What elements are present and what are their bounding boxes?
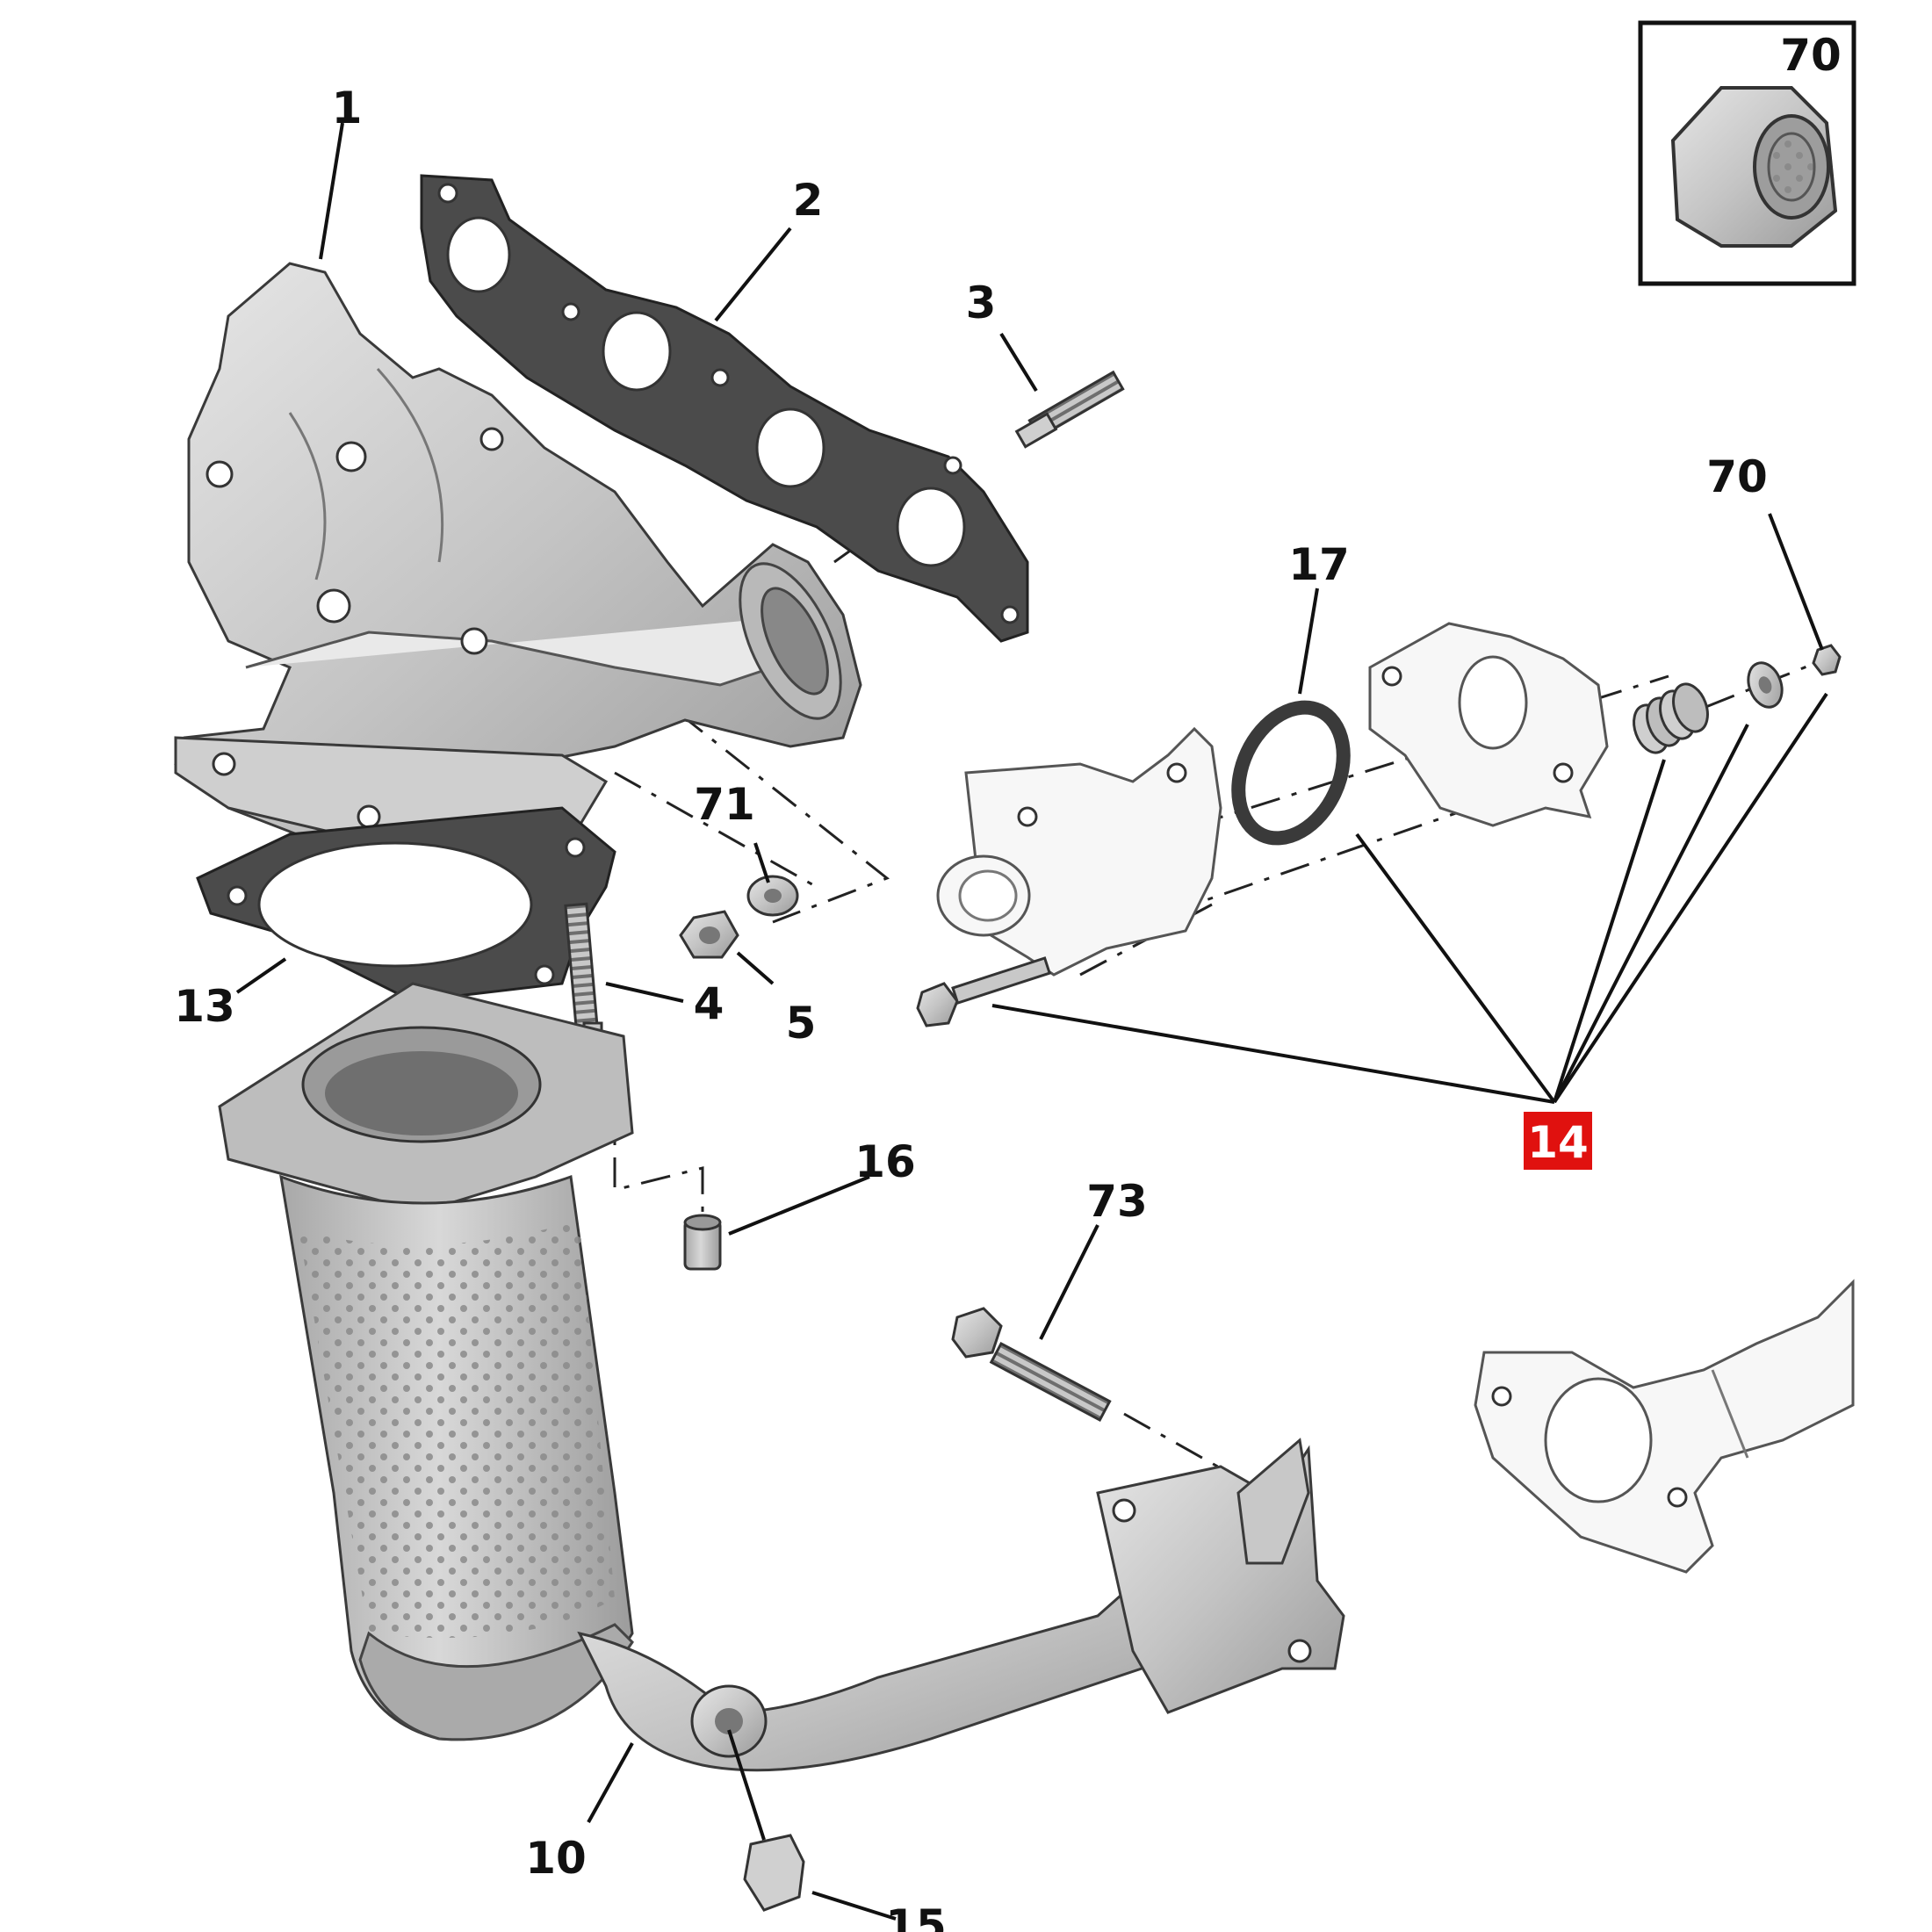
callouts: 1 2 3 70 70 17 71 13 4 5 14 16 73 10 15 (174, 30, 1842, 1932)
nut-15 (743, 1834, 805, 1912)
manifold-gasket (420, 174, 1029, 643)
flange-gasket (196, 806, 616, 1003)
callout-15: 15 (885, 1900, 947, 1932)
leader-lines (235, 122, 1828, 1921)
callout-1: 1 (332, 83, 363, 133)
callout-73: 73 (1086, 1176, 1148, 1227)
callout-2: 2 (793, 175, 824, 226)
callout-5: 5 (786, 998, 817, 1049)
callout-14-highlight: 14 (1524, 1112, 1592, 1170)
nut-5 (679, 910, 739, 959)
washer-71 (746, 875, 799, 917)
callout-17: 17 (1288, 539, 1350, 590)
callout-70-inset: 70 (1780, 30, 1842, 81)
callout-10: 10 (525, 1833, 587, 1884)
stud-3 (1014, 370, 1125, 449)
pipe-to-nut-line (727, 1729, 766, 1841)
exhaust-manifold (174, 262, 862, 854)
catalytic-converter (218, 982, 1345, 1772)
spacer-16 (683, 1214, 722, 1271)
callout-3: 3 (966, 278, 997, 328)
callout-14: 14 (1527, 1117, 1589, 1168)
bolt-73 (951, 1307, 1112, 1422)
inset-box-70 (1638, 20, 1856, 286)
rear-pipe (1474, 1279, 1855, 1574)
callout-13: 13 (174, 981, 235, 1032)
callout-70: 70 (1706, 451, 1768, 502)
nut-70-detail (1670, 86, 1838, 248)
callout-16: 16 (854, 1136, 916, 1187)
spring (1633, 682, 1709, 754)
callout-71: 71 (694, 779, 755, 830)
repair-kit-parts (916, 622, 1842, 1027)
callout-4: 4 (694, 978, 724, 1029)
